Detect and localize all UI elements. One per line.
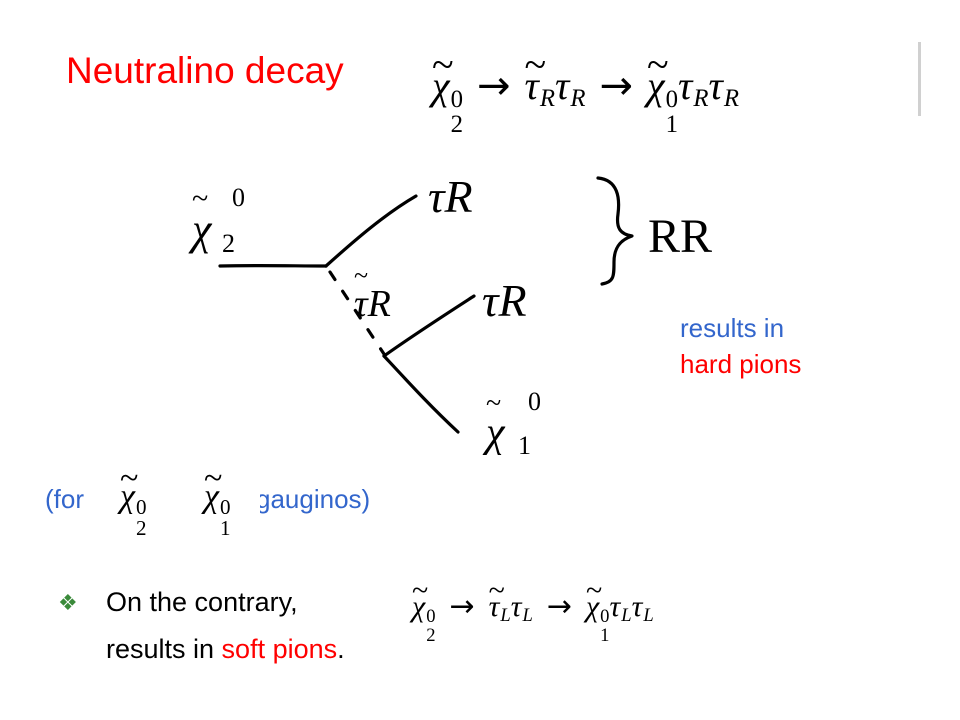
curly-brace — [596, 176, 634, 286]
tau-symbol: τ — [631, 590, 643, 623]
tau-symbol: τ — [609, 590, 621, 623]
diagram-tau-upper-label: τR — [428, 171, 473, 222]
equation-crop-mask — [248, 470, 260, 528]
results-prefix: results in — [106, 634, 222, 664]
hard-pions-note: results in hard pions — [680, 310, 801, 382]
tau-symbol: τ — [708, 63, 723, 108]
diagram-stau-tilde: ~ — [354, 261, 368, 290]
period-text: . — [337, 634, 345, 664]
contrary-text: On the contrary, — [106, 587, 298, 617]
note-line-2: hard pions — [680, 349, 802, 379]
diagram-brace-label: RR — [648, 210, 712, 263]
diagram-tau-lower-label: τR — [482, 275, 527, 326]
soft-pions-text: soft pions — [221, 634, 338, 664]
arrow-icon: → — [599, 63, 634, 109]
chi1-line — [382, 354, 460, 434]
for-gauginos-line: (for gauginos) — [45, 484, 370, 515]
for-open-text: (for — [45, 484, 84, 514]
chi2-symbol: ~χ — [412, 574, 429, 623]
stau-symbol: ~τ — [488, 574, 505, 623]
soft-pions-line: results in soft pions. — [106, 634, 345, 665]
equation-image-edge — [918, 42, 921, 116]
diamond-bullet-icon: ❖ — [58, 590, 78, 615]
note-line-1: results in — [680, 313, 785, 343]
diagram-chi1-symbol: χ — [482, 410, 506, 456]
tau-symbol: τ — [678, 63, 693, 108]
diagram-stau-label: τR — [354, 283, 391, 325]
diagram-chi1-sub: 1 — [518, 431, 531, 460]
arrow-icon: → — [546, 589, 572, 624]
diagram-chi2-symbol: χ — [188, 205, 213, 254]
diagram-chi2-sup: 0 — [232, 183, 245, 212]
diagram-chi1-sup: 0 — [528, 387, 541, 416]
diagram-chi1-tilde: ~ — [486, 388, 501, 419]
arrow-icon: → — [477, 63, 511, 109]
arrow-icon: → — [449, 589, 475, 624]
gauginos-text: gauginos) — [256, 484, 371, 514]
chi1-symbol: ~χ — [647, 42, 669, 108]
diagram-chi2-tilde: ~ — [192, 182, 208, 215]
diagram-chi2-sub: 2 — [222, 229, 235, 258]
chi1-symbol: ~χ — [585, 574, 603, 623]
tau-lower-line — [382, 294, 476, 358]
chi2-symbol: ~χ — [432, 42, 454, 108]
stau-propagator — [328, 270, 386, 356]
tau-upper-line — [324, 194, 418, 268]
tau-symbol: τ — [510, 590, 522, 623]
slide-title: Neutralino decay — [66, 50, 344, 91]
tau-symbol: τ — [555, 63, 570, 108]
